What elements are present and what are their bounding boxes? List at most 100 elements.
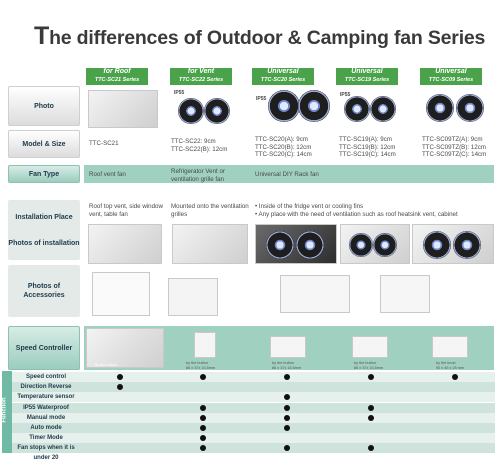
feature-dot [452, 374, 458, 380]
ip55-mark: IP55 [256, 96, 267, 102]
product-photo-sc22: IP55 [174, 90, 234, 126]
fan-icon [349, 233, 373, 257]
feature-dot [284, 394, 290, 401]
feature-dot [200, 425, 206, 431]
header-sc09-line1: Universal [435, 68, 467, 75]
feature-dot [284, 445, 290, 452]
product-photo-sc19: IP55 [340, 92, 400, 124]
models-sc21: TTC-SC21 [89, 140, 119, 148]
fan-icon [178, 98, 204, 124]
feature-dot [200, 435, 206, 442]
ip55-mark: IP55 [340, 92, 351, 98]
feature-name: Speed control [25, 374, 66, 380]
feature-name: Auto mode [30, 425, 62, 431]
model-line: TTC-SC19(C): 14cm [339, 151, 396, 159]
controller-photo-sc09 [432, 336, 468, 358]
feature-dot [117, 374, 123, 380]
fan-icon [423, 231, 451, 259]
controller-size-sc09: 90 x 45 x 25 mm [436, 366, 465, 370]
feature-dot [368, 374, 374, 380]
feature-dot [200, 445, 206, 452]
header-sc20-line1: Universal [267, 68, 299, 75]
model-line: TTC-SC20(B): 12cm [255, 143, 312, 151]
accessory-photo-universal-2 [380, 275, 430, 313]
fan-type-band [84, 165, 494, 183]
feature-row: IP55 Waterproof [12, 402, 495, 413]
controller-size-sc20: 86 x 37x 15.5mm [272, 366, 302, 370]
accessory-photo-sc22 [168, 278, 218, 316]
fan-icon [298, 90, 330, 122]
label-photo-text: Photo [34, 102, 54, 110]
feature-row: Speed control [12, 372, 495, 382]
feature-name: IP55 Waterproof [23, 404, 69, 411]
feature-dot [284, 404, 290, 411]
feature-dot [200, 404, 206, 411]
controller-caption-sc19: by the button [354, 361, 376, 365]
label-model-size: Model & Size [8, 130, 80, 158]
function-side-label: Function [2, 371, 12, 453]
controller-caption-sc21: by the button [95, 363, 117, 367]
feature-dot [200, 374, 206, 380]
ip55-mark: IP55 [174, 90, 185, 96]
accessory-photo-sc21 [92, 272, 150, 316]
feature-dot [368, 445, 374, 452]
title-first-letter: T [34, 22, 50, 50]
function-label: Function [1, 397, 8, 423]
model-line: TTC-SC09TZ(A): 9cm [422, 136, 483, 143]
feature-dot [117, 384, 123, 391]
feature-row: Temperature sensor [12, 392, 495, 403]
fan-icon [456, 94, 484, 122]
install-photo-sc21 [88, 224, 162, 264]
model-line: TTC-SC19(B): 12cm [339, 143, 396, 151]
model-line: TTC-SC09TZ(C): 14cm [422, 151, 487, 159]
fan-icon [426, 94, 454, 122]
title-rest: he differences of Outdoor & Camping fan … [49, 27, 486, 49]
feature-row: Timer Mode [12, 433, 495, 444]
installation-sc21: Roof top vent, side window vent, table f… [89, 203, 163, 218]
fan-type-sc21: Roof vent fan [89, 171, 126, 178]
feature-dot [368, 414, 374, 421]
label-model-size-text: Model & Size [22, 140, 66, 148]
header-sc19-line1: Universal [351, 68, 383, 75]
header-sc20-line2: TTC-SC20 Series [260, 77, 306, 83]
controller-caption-sc22: by the button [186, 361, 208, 365]
feature-dot [368, 404, 374, 411]
fan-icon [373, 233, 397, 257]
install-photo-3 [412, 224, 494, 264]
controller-caption-sc09: by the knob [436, 361, 456, 365]
label-accessories: Photos of Accessories [8, 265, 80, 317]
fan-type-sc22: Refrigerator Vent or ventilation grille … [171, 168, 225, 183]
feature-name: Direction Reverse [20, 384, 72, 391]
install-photo-2 [340, 224, 410, 264]
label-photos-installation: Photos of installation [8, 239, 80, 247]
feature-dot [284, 414, 290, 421]
controller-photo-sc19 [352, 336, 388, 358]
model-line: TTC-SC20(C): 14cm [255, 151, 312, 159]
label-accessories-text: Photos of Accessories [23, 283, 65, 299]
header-sc09-line2: TTC-SC09 Series [428, 77, 474, 83]
fan-icon [266, 231, 294, 259]
header-sc21-line2: TTC-SC21 Series [94, 77, 140, 83]
installation-sc22: Mounted onto the ventilation grilles [171, 203, 249, 218]
feature-name: Manual mode [26, 414, 66, 421]
model-line: TTC-SC21 [89, 140, 119, 147]
fan-type-universal: Universal DIY Rack fan [255, 171, 319, 178]
fan-icon [453, 231, 481, 259]
feature-name: Fan stops when it is under 20 [17, 445, 75, 462]
controller-size-sc22: 86 x 37x 15.5mm [186, 366, 216, 370]
label-speed-controller-text: Speed Controller [15, 344, 73, 352]
model-line: TTC-SC20(A): 9cm [255, 136, 308, 143]
controller-caption-sc20: by the button [272, 361, 294, 365]
header-sc21-line1: for Roof [103, 68, 131, 75]
controller-photo-sc21: by the button [86, 328, 164, 368]
controller-photo-sc22 [194, 332, 216, 358]
label-installation: Installation Place Photos of installatio… [8, 200, 80, 260]
product-photo-sc21 [88, 90, 158, 128]
fan-icon [204, 98, 230, 124]
fan-icon [296, 231, 324, 259]
label-installation-place: Installation Place [15, 213, 73, 221]
header-sc19-line2: TTC-SC19 Series [344, 77, 390, 83]
